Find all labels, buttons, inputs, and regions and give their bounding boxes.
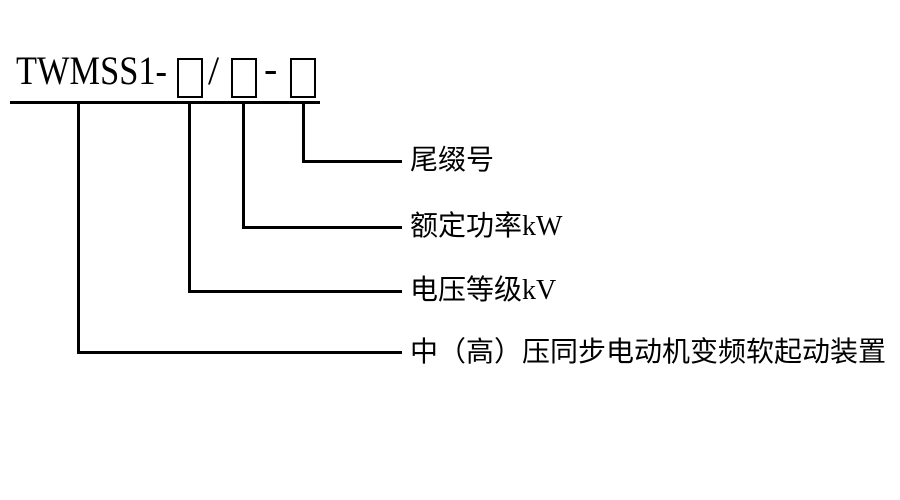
description-connector-vertical bbox=[77, 101, 80, 354]
suffix-label: 尾缀号 bbox=[410, 145, 495, 176]
voltage-connector-vertical bbox=[188, 101, 191, 293]
power-connector-horizontal bbox=[242, 226, 402, 229]
slash-separator: / bbox=[208, 48, 220, 93]
description-label: 中（高）压同步电动机变频软起动装置 bbox=[410, 337, 887, 368]
rated-power-label: 额定功率kW bbox=[410, 211, 563, 242]
voltage-connector-horizontal bbox=[188, 290, 402, 293]
model-prefix: TWMSS1- bbox=[16, 48, 167, 93]
voltage-placeholder-box bbox=[177, 58, 203, 98]
suffix-connector-horizontal bbox=[302, 160, 402, 163]
model-underline bbox=[10, 101, 320, 104]
power-connector-vertical bbox=[242, 101, 245, 229]
dash-separator: - bbox=[264, 46, 278, 91]
suffix-connector-vertical bbox=[302, 101, 305, 163]
voltage-level-label: 电压等级kV bbox=[410, 275, 557, 306]
suffix-placeholder-box bbox=[290, 58, 316, 98]
power-placeholder-box bbox=[231, 58, 257, 98]
description-connector-horizontal bbox=[77, 351, 402, 354]
